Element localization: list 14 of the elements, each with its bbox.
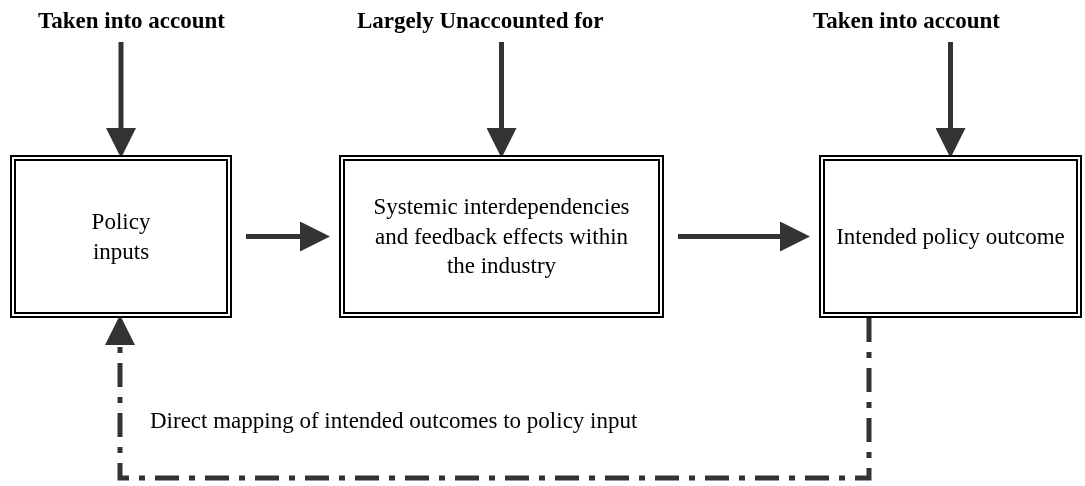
arrow bbox=[935, 42, 966, 158]
box-text: Systemic interdependencies and feedback effects within the industry bbox=[372, 192, 631, 281]
arrow bbox=[678, 221, 810, 252]
process-box bbox=[339, 155, 664, 318]
arrow bbox=[486, 42, 517, 158]
process-box bbox=[10, 155, 232, 318]
box-text: Intended policy outcome bbox=[836, 222, 1065, 251]
arrow bbox=[106, 42, 136, 158]
arrow bbox=[246, 221, 330, 252]
box-text: Policy inputs bbox=[90, 207, 152, 266]
heading-label: Largely Unaccounted for bbox=[357, 8, 604, 34]
heading-label: Taken into account bbox=[813, 8, 1001, 34]
process-box bbox=[819, 155, 1082, 318]
heading-label: Taken into account bbox=[38, 8, 226, 34]
